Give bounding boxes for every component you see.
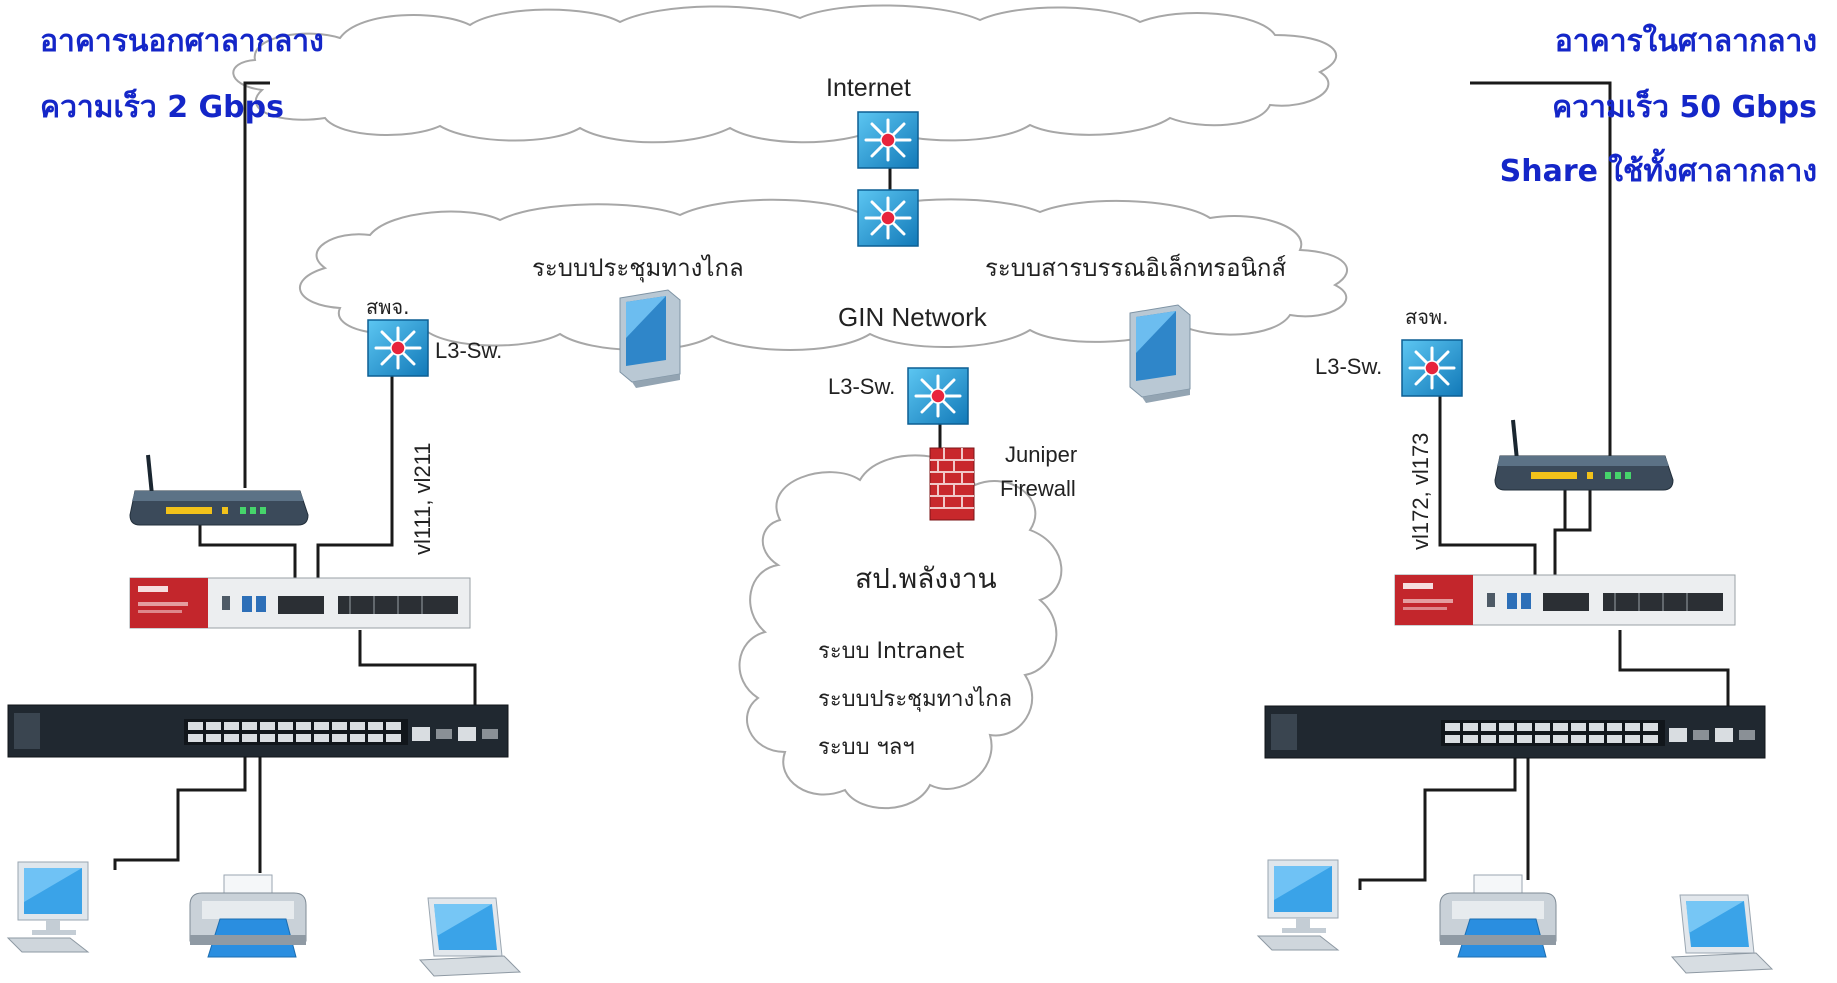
left-speed-label: ความเร็ว 2 Gbps — [40, 90, 284, 125]
left-wifi-router-icon — [128, 453, 310, 527]
left-desktop-pc-icon — [7, 861, 89, 953]
right-zyxel-firewall-icon — [1394, 574, 1736, 626]
left-laptop-icon — [419, 897, 521, 977]
teleconf-label: ระบบประชุมทางไกล — [532, 254, 744, 283]
right-l3-switch-label: L3-Sw. — [1315, 354, 1382, 379]
right-office-label: สจพ. — [1405, 305, 1448, 329]
energy-title: สป.พลังงาน — [855, 562, 997, 595]
gin-network-label: GIN Network — [838, 302, 988, 332]
right-printer-icon — [1439, 874, 1557, 958]
teleconf-server-icon — [619, 289, 681, 389]
left-office-label: สพจ. — [366, 295, 409, 319]
internet-cloud — [232, 4, 1338, 144]
left-zyxel-firewall-icon — [129, 577, 471, 629]
energy-item-teleconf: ระบบประชุมทางไกล — [818, 686, 1012, 712]
left-l3-switch-label: L3-Sw. — [435, 338, 502, 363]
juniper-firewall-icon — [929, 447, 975, 521]
energy-item-etc: ระบบ ฯลฯ — [818, 735, 915, 760]
right-l3-switch-icon — [1400, 338, 1464, 398]
right-desktop-pc-icon — [1257, 859, 1339, 951]
right-speed-label: ความเร็ว 50 Gbps — [1552, 90, 1817, 125]
center-l3-switch-icon — [906, 366, 970, 426]
firewall-label-line1: Juniper — [1005, 442, 1077, 467]
right-vlan-label: vl172, vl173 — [1408, 433, 1433, 550]
firewall-label-line2: Firewall — [1000, 476, 1076, 501]
energy-item-intranet: ระบบ Intranet — [818, 639, 965, 664]
right-building-title: อาคารในศาลากลาง — [1554, 24, 1817, 59]
internet-switch-icon — [856, 110, 920, 170]
right-wifi-router-icon — [1493, 418, 1675, 492]
right-laptop-icon — [1671, 894, 1773, 974]
left-network-switch-icon — [7, 704, 509, 758]
esaraban-server-icon — [1129, 304, 1191, 404]
right-network-switch-icon — [1264, 705, 1766, 759]
left-printer-icon — [189, 874, 307, 958]
left-building-title: อาคารนอกศาลากลาง — [40, 24, 324, 59]
gin-core-switch-icon — [856, 188, 920, 248]
center-l3-switch-label: L3-Sw. — [828, 374, 895, 399]
esaraban-label: ระบบสารบรรณอิเล็กทรอนิกส์ — [985, 253, 1286, 282]
gin-cloud — [299, 198, 1348, 352]
internet-label: Internet — [826, 74, 911, 102]
left-vlan-label: vl111, vl211 — [410, 442, 435, 555]
connection-lines — [113, 81, 1730, 890]
right-share-label: Share ใช้ทั้งศาลากลาง — [1499, 154, 1817, 189]
left-l3-switch-icon — [366, 318, 430, 378]
